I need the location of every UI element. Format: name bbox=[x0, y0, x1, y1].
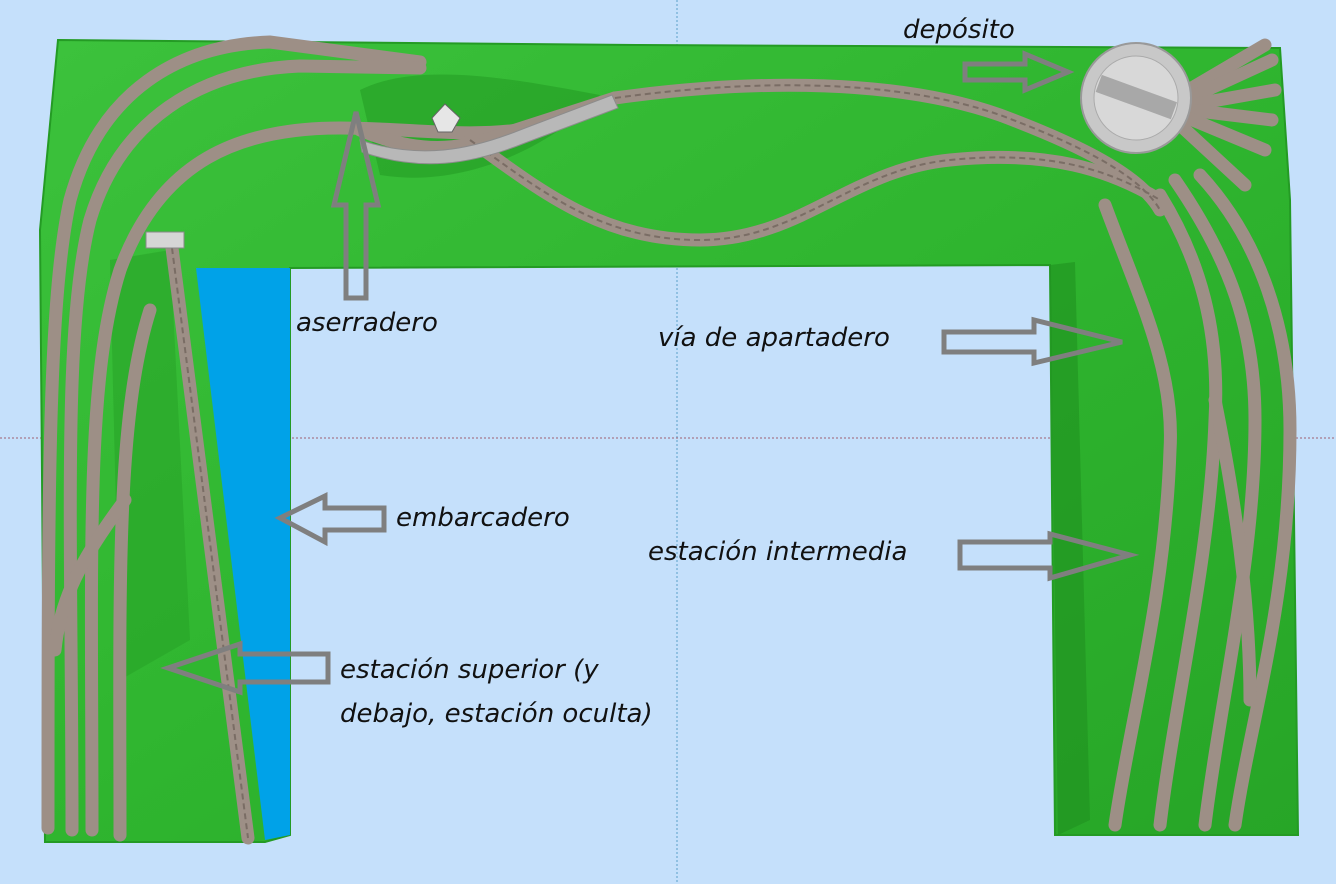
label-estacion-intermedia: estación intermedia bbox=[648, 537, 908, 567]
label-aserradero: aserradero bbox=[296, 308, 438, 338]
arrows bbox=[160, 50, 1140, 696]
sawmill-building bbox=[431, 103, 461, 133]
deposito-arrow bbox=[962, 50, 1075, 94]
label-embarcadero: embarcadero bbox=[396, 503, 570, 533]
aserradero-arrow bbox=[330, 111, 382, 301]
via-apartadero-arrow bbox=[941, 316, 1123, 367]
terrain-shadow-left bbox=[110, 250, 190, 680]
tunnel-portal bbox=[145, 231, 185, 249]
label-estacion-superior-2: debajo, estación oculta) bbox=[340, 699, 653, 729]
rail-details bbox=[171, 84, 1161, 839]
turntable bbox=[1080, 42, 1192, 154]
sawmill-ramp bbox=[359, 94, 619, 165]
embarcadero-arrow bbox=[274, 491, 387, 547]
terrain-shadow-right bbox=[1050, 262, 1090, 835]
estacion-superior-arrow bbox=[160, 640, 331, 696]
label-estacion-superior-1: estación superior (y bbox=[340, 655, 599, 685]
label-via-apartadero: vía de apartadero bbox=[658, 323, 890, 353]
water bbox=[196, 268, 290, 840]
label-deposito: depósito bbox=[903, 15, 1015, 45]
estacion-intermedia-arrow bbox=[957, 530, 1140, 582]
